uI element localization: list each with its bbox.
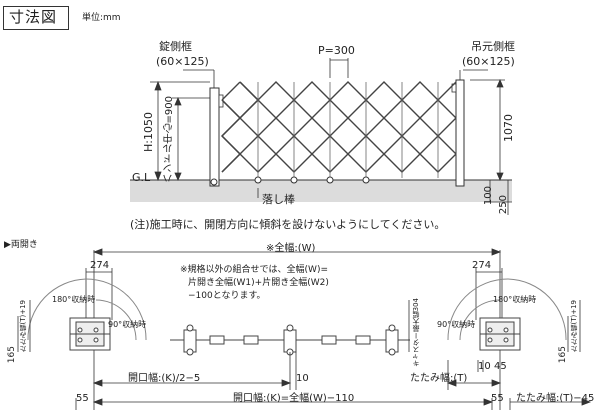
unit-label: 単位:mm — [82, 13, 121, 23]
pitch-label: P=300 — [318, 44, 355, 57]
double-open-label: ▶両開き — [4, 240, 38, 250]
total-width-label: ※全幅:(W) — [266, 243, 316, 254]
hinge-post-size: (60×125) — [462, 55, 515, 68]
left-folded-gate — [69, 317, 111, 351]
right-90-storage: 90°収納時 — [437, 320, 476, 329]
opening-full: 開口幅:(K)=全幅(W)−110 — [233, 393, 355, 404]
dim-250: 250 — [498, 195, 509, 215]
center-gap: 10 — [296, 373, 309, 384]
drop-rod-label: 落し棒 — [262, 193, 295, 206]
right-folded-gate — [479, 317, 521, 351]
combo-note-1: ※規格以外の組合せでは、全幅(W)= — [180, 265, 329, 275]
right-165: 165 — [558, 346, 568, 364]
opening-half: 開口幅:(K)/2−5 — [128, 373, 201, 384]
right-height-label: 1070 — [502, 114, 515, 142]
right-45: 45 — [494, 361, 507, 372]
latch-post — [209, 87, 220, 187]
right-180-storage: 180°収納時 — [493, 295, 537, 304]
left-180-storage: 180°収納時 — [52, 295, 96, 304]
left-165: 165 — [7, 346, 17, 364]
gl-label: G.L — [132, 171, 151, 184]
left-fold-width-t19: たたみ幅(T)+19 — [19, 300, 27, 353]
combo-note-2: 片開き全幅(W1)+片開き全幅(W2) — [188, 278, 329, 288]
handle-center-label: ハンドル中心=900 — [164, 96, 175, 184]
caster-max-width: キャスター最大幅304 — [412, 298, 420, 368]
installation-note: (注)施工時に、開閉方向に傾斜を設けないようにしてください。 — [130, 218, 446, 231]
combo-note-3: −100となります。 — [188, 291, 266, 301]
left-90-storage: 90°収納時 — [108, 320, 147, 329]
height-label: H:1050 — [142, 112, 155, 152]
title-frame — [3, 6, 69, 30]
dim-100: 100 — [483, 186, 494, 206]
hinge-post — [455, 79, 465, 187]
fold-width-t: たたみ幅:(T) — [410, 373, 468, 384]
right-fold-width-t19: たたみ幅(T)+19 — [570, 300, 578, 353]
latch-post-label: 錠側框 — [159, 40, 192, 53]
latch-post-size: (60×125) — [156, 55, 209, 68]
right-274: 274 — [472, 260, 492, 271]
extended-gate-plan — [170, 324, 410, 356]
right-55: 55 — [491, 393, 504, 404]
left-274: 274 — [90, 260, 110, 271]
right-10: 10 — [478, 361, 491, 372]
hinge-post-label: 吊元側框 — [471, 40, 515, 53]
lattice-pantograph — [221, 81, 457, 173]
left-55: 55 — [76, 393, 89, 404]
page-title: 寸法図 — [9, 8, 58, 26]
fold-width-t45: たたみ幅:(T)−45 — [516, 393, 595, 404]
ground-area — [130, 180, 512, 202]
